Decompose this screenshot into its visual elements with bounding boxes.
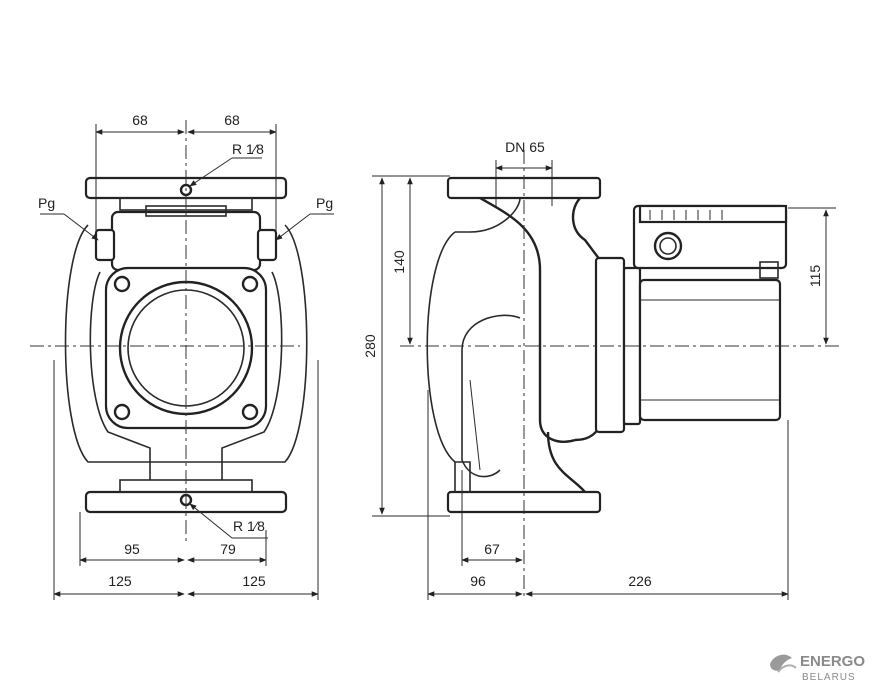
side-view (400, 150, 840, 600)
side-motor-body (638, 278, 782, 422)
cable-gland-left (94, 228, 116, 262)
logo-line-1: ENERGO (800, 653, 865, 670)
bolt-bottom-right (241, 403, 259, 421)
bolt-top-left (113, 275, 131, 293)
dim-label-115: 115 (807, 265, 823, 288)
dim-label-95: 95 (124, 541, 140, 557)
label-thread-bottom: R 1⁄8 (233, 518, 265, 534)
logo-line-2: BELARUS (802, 672, 856, 683)
dim-label-79: 79 (220, 541, 236, 557)
dim-label-125-right: 125 (242, 573, 266, 589)
dim-label-280: 280 (362, 334, 378, 358)
front-housing-inner-right (221, 271, 283, 480)
label-pg-left: Pg (38, 195, 55, 211)
label-pg-right: Pg (316, 195, 333, 211)
dim-label-67: 67 (484, 541, 500, 557)
side-mount-plate (594, 256, 626, 434)
front-volute-outline (64, 224, 308, 463)
bolt-bottom-left (113, 403, 131, 421)
dim-label-226: 226 (628, 573, 652, 589)
side-volute-upper (479, 196, 576, 443)
front-view (30, 120, 308, 545)
side-terminal-fins (638, 204, 788, 224)
label-thread-top: R 1⁄8 (232, 141, 264, 157)
dim-label-96: 96 (470, 573, 486, 589)
side-control-knob (653, 231, 683, 261)
energo-belarus-logo: ENERGO BELARUS (770, 653, 865, 683)
dim-label-125-left: 125 (108, 573, 132, 589)
leader-thread-bottom (189, 503, 233, 539)
dim-label-dn65: DN 65 (505, 139, 545, 155)
dim-label-140: 140 (391, 250, 407, 274)
leader-pg-left (63, 213, 99, 241)
leader-pg-right (275, 213, 311, 241)
dim-label-68-left: 68 (132, 112, 148, 128)
front-housing-inner-left (89, 271, 151, 480)
side-label-plate (759, 261, 779, 279)
side-volute-neck (571, 197, 601, 261)
bolt-top-right (241, 275, 259, 293)
cable-gland-right (256, 228, 278, 262)
front-dimensions: 68 68 R 1⁄8 R 1⁄8 Pg Pg 95 79 125 125 (38, 112, 334, 600)
side-outlet (546, 431, 586, 493)
side-dimensions: DN 65 280 140 115 67 96 226 (362, 139, 836, 600)
dim-label-68-right: 68 (224, 112, 240, 128)
logo-leaf-icon (770, 654, 792, 671)
side-body-back (426, 231, 456, 492)
leader-thread-top (189, 157, 233, 187)
